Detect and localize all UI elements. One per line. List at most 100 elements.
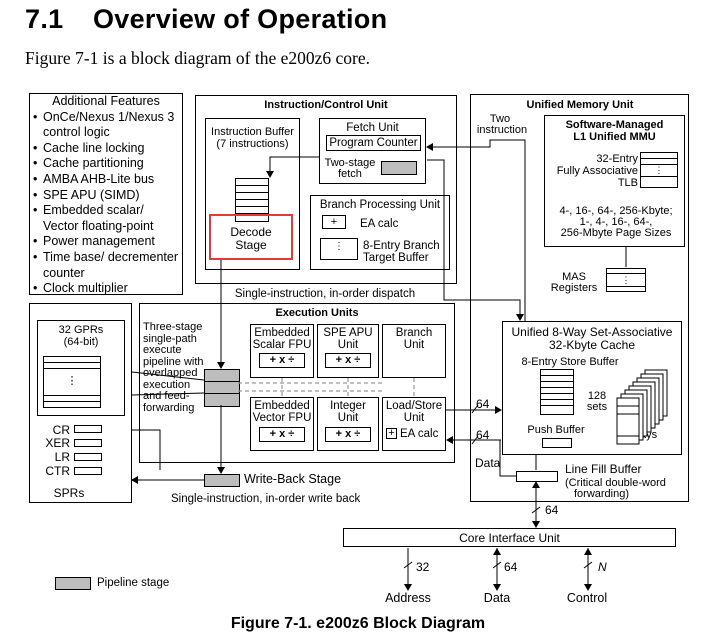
cache-title: Unified 8-Way Set-Associative xyxy=(511,325,673,339)
exec-title: Execution Units xyxy=(275,307,359,319)
spe-ops: + x ÷ xyxy=(335,354,361,366)
load-store-unit xyxy=(382,397,446,451)
pipeline-description: Three-stage single-path execute pipeline… xyxy=(143,321,204,414)
spr-ctr: CTR xyxy=(45,464,70,478)
tlb-label-1: 32-Entry xyxy=(596,153,638,165)
xer-register xyxy=(74,439,102,447)
fetch-to-cache-path xyxy=(427,159,524,321)
evector-label-2: Vector FPU xyxy=(252,412,312,424)
gpr-to-exec-line-2 xyxy=(131,392,205,396)
pipeline-desc-line: execution xyxy=(143,378,191,391)
features-title: Additional Features xyxy=(52,94,160,108)
ea-calc-label: EA calc xyxy=(360,218,399,230)
integer-ops-box xyxy=(325,427,371,442)
ls-label: Load/Store xyxy=(385,400,443,412)
mmu-subtitle: L1 Unified MMU xyxy=(573,131,656,143)
two-instruction-label-2: instruction xyxy=(476,124,528,136)
control-width: N xyxy=(598,560,607,574)
tlb-icon: ⋮ xyxy=(640,152,678,188)
program-counter-label: Program Counter xyxy=(329,137,418,149)
cache-ways-icon xyxy=(616,369,668,445)
spe-label: SPE APU xyxy=(323,327,373,339)
escalar-ops-box xyxy=(259,353,305,368)
ls-label-2: Unit xyxy=(403,412,425,424)
tlb-label-2: Fully Associative xyxy=(556,165,638,177)
store-buffer-icon xyxy=(540,369,574,415)
spr-cr: CR xyxy=(52,423,70,437)
cr-register xyxy=(74,425,102,433)
bus-64-ls-out: 64 xyxy=(476,397,490,411)
features-list: Additional Features OnCe/Nexus 1/Nexus 3… xyxy=(29,93,183,296)
push-buffer-icon xyxy=(542,438,572,448)
bus-64-lfb: 64 xyxy=(545,503,559,517)
spe-ops-box xyxy=(325,353,371,368)
escalar-ops: + x ÷ xyxy=(269,354,295,366)
feature-item: Power management xyxy=(33,234,183,250)
figure-caption: Figure 7-1. e200z6 Block Diagram xyxy=(230,615,486,632)
ls-ea-label: EA calc xyxy=(400,428,439,440)
data-width: 64 xyxy=(504,560,518,574)
mas-label: MAS xyxy=(562,271,586,283)
feature-item: Cache line locking xyxy=(33,141,183,157)
lfb-desc-1: (Critical double-word xyxy=(565,477,666,489)
control-label: Control xyxy=(566,591,608,605)
btb-label: 8-Entry Branch xyxy=(363,240,440,252)
integer-label: Integer xyxy=(330,400,366,412)
section-number: 7.1 xyxy=(25,4,64,34)
two-stage-label: Two-stage xyxy=(324,157,376,169)
gpr-to-exec-line xyxy=(131,371,205,381)
data-bus-label: Data xyxy=(475,456,501,470)
lfb-to-data-line xyxy=(499,440,516,477)
ibuf-subtitle: (7 instructions) xyxy=(216,138,289,150)
intro-text: Figure 7-1 is a block diagram of the e20… xyxy=(25,48,371,68)
lr-register xyxy=(74,453,102,461)
icu-title: Instruction/Control Unit xyxy=(264,99,388,111)
ls-ea-plus: + xyxy=(388,427,395,439)
page-sizes-3: 256-Mbyte Page Sizes xyxy=(560,227,672,239)
core-interface-unit xyxy=(343,528,676,547)
feature-item: OnCe/Nexus 1/Nexus 3 control logic xyxy=(33,110,183,141)
embedded-vector-fpu xyxy=(250,397,314,451)
gpr-register-file: ⋮ xyxy=(43,356,101,408)
decode-highlight xyxy=(209,214,293,260)
pipeline-desc-line: overlapped xyxy=(143,367,198,379)
writeback-label: Write-Back Stage xyxy=(244,472,342,486)
fetch-unit-label: Fetch Unit xyxy=(346,122,399,134)
two-instruction-label: Two xyxy=(489,113,511,125)
mmu-title: Software-Managed xyxy=(565,119,664,131)
branch-unit-label: Branch xyxy=(395,327,433,339)
btb-icon xyxy=(320,238,358,260)
fetch-label: fetch xyxy=(338,168,362,180)
mas-registers-icon: ⋮ xyxy=(606,268,646,292)
program-counter xyxy=(326,135,421,151)
ea-calc-plus: + xyxy=(330,216,338,228)
evector-ops: + x ÷ xyxy=(269,428,295,440)
pipeline-desc-line: and feed- xyxy=(143,390,190,402)
data-label: Data xyxy=(483,591,511,605)
btb-dots: ⋮ xyxy=(334,241,344,252)
page-sizes-1: 4-, 16-, 64-, 256-Kbyte; xyxy=(559,205,673,217)
gpr-subtitle: (64-bit) xyxy=(63,336,99,348)
decode-stage-label: Stage xyxy=(235,238,267,252)
address-width: 32 xyxy=(416,560,430,574)
spr-lr: LR xyxy=(54,450,70,464)
sets-label: sets xyxy=(586,401,608,413)
pipeline-desc-line: forwarding xyxy=(143,401,195,414)
cache-subtitle: 32-Kbyte Cache xyxy=(548,338,636,352)
spr-link xyxy=(132,429,161,470)
integer-ops: + x ÷ xyxy=(335,428,361,440)
pipeline-desc-line: pipeline with xyxy=(143,355,204,368)
umu-title: Unified Memory Unit xyxy=(526,99,634,111)
lfb-desc-2: forwarding) xyxy=(574,488,630,500)
btb-label-2: Target Buffer xyxy=(363,252,429,264)
page-sizes-2: 1-, 4-, 16-, 64-, xyxy=(579,216,653,228)
writeback-pipeline-stage xyxy=(204,474,240,487)
lfb-label: Line Fill Buffer xyxy=(565,462,642,476)
sprs-label: SPRs xyxy=(53,486,85,500)
legend-label: Pipeline stage xyxy=(97,577,170,589)
feature-item: Embedded scalar/ Vector floating-point xyxy=(33,203,171,234)
ciu-label: Core Interface Unit xyxy=(459,531,560,545)
feature-item: SPE APU (SIMD) xyxy=(33,188,183,204)
